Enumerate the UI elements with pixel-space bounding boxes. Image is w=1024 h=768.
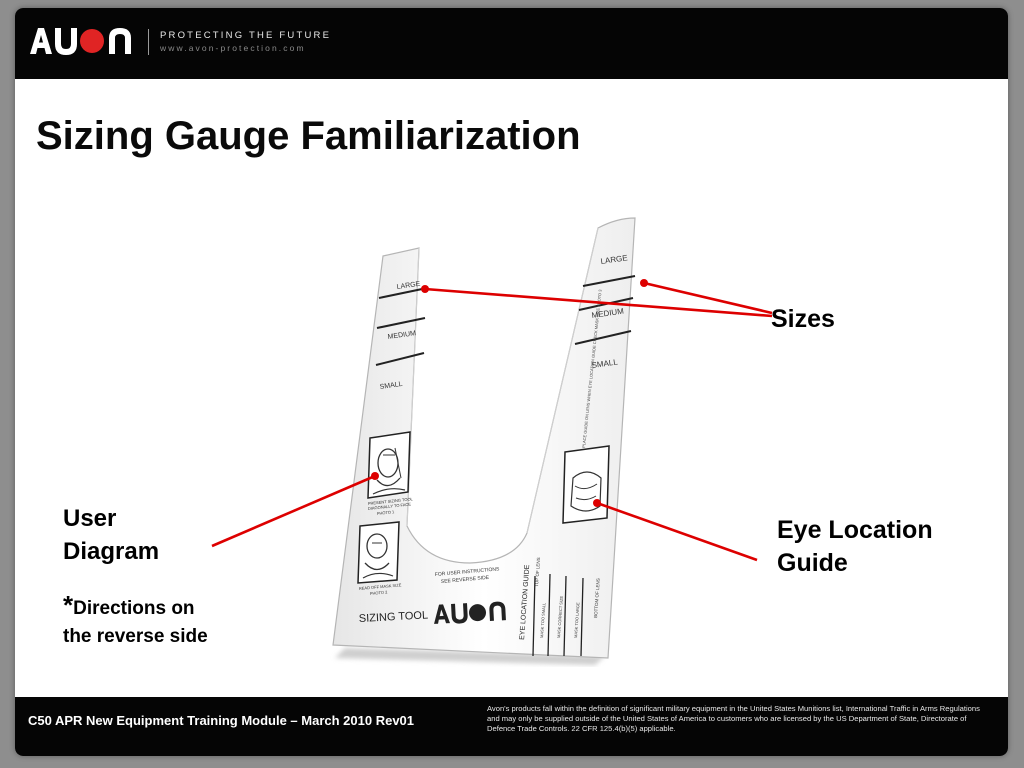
left-size-small: SMALL (379, 381, 403, 391)
website-text: www.avon-protection.com (160, 43, 306, 53)
footer-module-title: C50 APR New Equipment Training Module – … (28, 713, 415, 728)
reverse-side-note: *Directions on the reverse side (63, 591, 208, 651)
header-bar: PROTECTING THE FUTURE www.avon-protectio… (15, 8, 1008, 79)
note-line-2: the reverse side (63, 626, 208, 647)
mask-correct-size-text: MASK CORRECT SIZE (556, 595, 564, 638)
callout-sizes: Sizes (771, 305, 835, 333)
header-divider (148, 29, 149, 55)
callout-eye-location-line-1: Eye Location (777, 516, 933, 544)
callout-user-diagram-line-2: Diagram (63, 538, 160, 565)
instructions-line-2: SEE REVERSE SIDE (441, 575, 490, 585)
instructions-line-1: FOR USER INSTRUCTIONS (435, 566, 501, 578)
callout-eye-location: Eye Location Guide (777, 514, 933, 580)
top-of-lens-text: TOP OF LENS (534, 557, 541, 587)
callout-user-diagram: User Diagram (63, 502, 159, 568)
page-title: Sizing Gauge Familiarization (36, 114, 581, 158)
note-asterisk: * (63, 590, 74, 620)
gauge-shadow (335, 648, 605, 665)
slide: PROTECTING THE FUTURE www.avon-protectio… (15, 8, 1008, 756)
callout-lines (211, 281, 773, 562)
callout-user-diagram-line-1: User (63, 505, 117, 532)
sizing-gauge-body (332, 217, 636, 659)
eye-location-guide-box (562, 445, 610, 524)
photo2-caption-2: PHOTO 2 (370, 589, 389, 596)
photo1-caption-2: DIAGONALLY TO FACE (368, 501, 412, 511)
mask-too-small-text: MASK TOO SMALL (539, 602, 546, 638)
avon-logo (30, 28, 131, 55)
right-size-small: SMALL (591, 357, 619, 370)
left-size-medium: MEDIUM (387, 330, 416, 341)
mask-too-large-text: MASK TOO LARGE (573, 602, 580, 638)
user-diagram-photo-1 (367, 431, 411, 499)
footer-bar: C50 APR New Equipment Training Module – … (15, 697, 1008, 756)
user-diagram-photo-2 (357, 521, 400, 584)
sizing-gauge-illustration: LARGE MEDIUM SMALL LARGE MEDIUM SMALL PL… (211, 217, 773, 665)
photo1-caption-3: PHOTO 1 (377, 509, 396, 516)
left-size-large: LARGE (396, 281, 421, 291)
footer-disclaimer: Avon's products fall within the definiti… (487, 704, 980, 733)
callout-eye-location-line-2: Guide (777, 549, 848, 577)
right-size-large: LARGE (600, 253, 628, 266)
photo2-caption-1: READ OFF MASK SIZE (359, 582, 402, 591)
photo1-caption-1: PRESENT SIZING TOOL (368, 496, 414, 506)
tagline: PROTECTING THE FUTURE (160, 30, 332, 41)
sizing-tool-label: SIZING TOOL (359, 609, 429, 625)
bottom-of-lens-text: BOTTOM OF LENS (593, 578, 601, 618)
callout-dots (371, 279, 648, 507)
note-line-1: Directions on (73, 598, 195, 619)
gauge-avon-logo (434, 601, 506, 624)
